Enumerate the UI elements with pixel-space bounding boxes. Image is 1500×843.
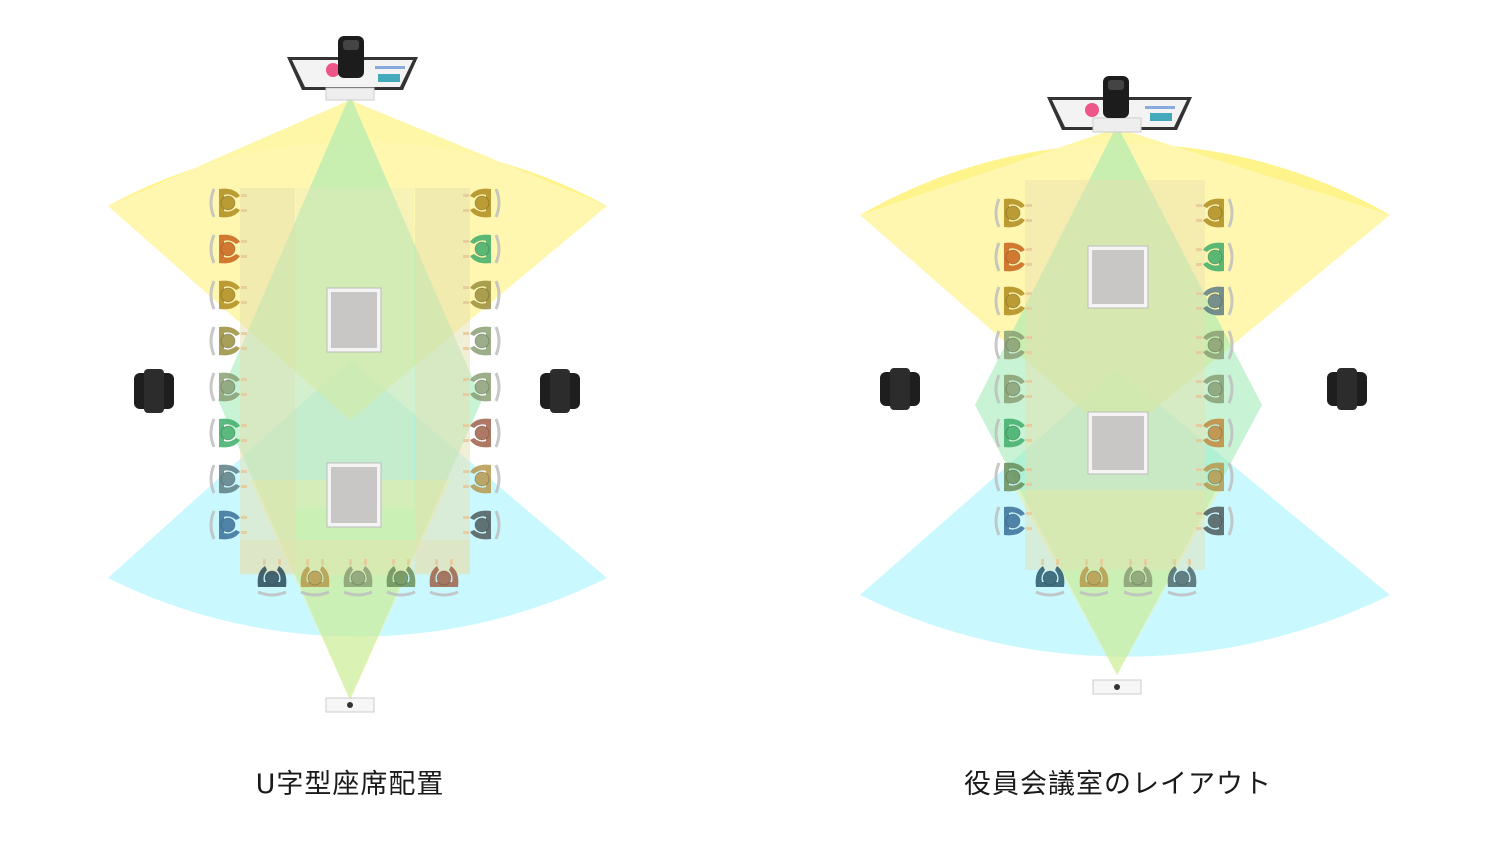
person-seat-icon xyxy=(463,188,501,218)
layout-caption-board-room: 役員会議室のレイアウト xyxy=(964,769,1272,800)
side-camera-icon xyxy=(880,368,920,410)
ceiling-microphone-icon xyxy=(1087,411,1149,475)
ceiling-microphone-icon xyxy=(326,287,382,353)
person-seat-icon xyxy=(343,559,373,597)
person-seat-icon xyxy=(1167,559,1197,597)
person-seat-icon xyxy=(209,234,247,264)
person-seat-icon xyxy=(209,464,247,494)
tracking-camera-icon xyxy=(325,697,375,713)
person-seat-icon xyxy=(994,506,1032,536)
person-seat-icon xyxy=(463,280,501,310)
person-seat-icon xyxy=(1079,559,1109,597)
person-seat-icon xyxy=(463,418,501,448)
ptz-camera-icon xyxy=(1103,76,1129,118)
side-camera-icon xyxy=(1327,368,1367,410)
board-table xyxy=(1025,180,1205,570)
layout-caption-u-shape: U字型座席配置 xyxy=(255,769,445,800)
person-seat-icon xyxy=(994,198,1032,228)
person-seat-icon xyxy=(209,418,247,448)
person-seat-icon xyxy=(463,510,501,540)
display-monitor-icon xyxy=(287,57,418,101)
person-seat-icon xyxy=(300,559,330,597)
u-shape-layout xyxy=(108,36,607,713)
table-right xyxy=(415,188,470,573)
person-seat-icon xyxy=(386,559,416,597)
ceiling-microphone-icon xyxy=(326,462,382,528)
person-seat-icon xyxy=(463,234,501,264)
person-seat-icon xyxy=(257,559,287,597)
person-seat-icon xyxy=(994,418,1032,448)
ptz-camera-icon xyxy=(338,36,364,78)
person-seat-icon xyxy=(994,330,1032,360)
green-coverage-beam xyxy=(975,125,1262,675)
person-seat-icon xyxy=(463,372,501,402)
tracking-camera-icon xyxy=(1092,679,1142,695)
person-seat-icon xyxy=(994,286,1032,316)
person-seat-icon xyxy=(209,372,247,402)
side-camera-icon xyxy=(134,369,174,413)
person-seat-icon xyxy=(209,326,247,356)
yellow-lower-beam xyxy=(250,480,450,700)
ceiling-microphone-icon xyxy=(1087,245,1149,309)
person-seat-icon xyxy=(994,374,1032,404)
board-room-layout xyxy=(860,76,1390,695)
person-seat-icon xyxy=(1035,559,1065,597)
table-left xyxy=(240,188,295,573)
person-seat-icon xyxy=(1196,242,1234,272)
person-seat-icon xyxy=(209,510,247,540)
person-seat-icon xyxy=(1196,462,1234,492)
person-seat-icon xyxy=(429,559,459,597)
side-camera-icon xyxy=(540,369,580,413)
yellow-lower-beam xyxy=(1015,490,1220,675)
person-seat-icon xyxy=(1196,506,1234,536)
person-seat-icon xyxy=(1196,374,1234,404)
person-seat-icon xyxy=(994,242,1032,272)
person-seat-icon xyxy=(463,464,501,494)
person-seat-icon xyxy=(463,326,501,356)
person-seat-icon xyxy=(209,188,247,218)
person-seat-icon xyxy=(1123,559,1153,597)
person-seat-icon xyxy=(994,462,1032,492)
person-seat-icon xyxy=(1196,418,1234,448)
person-seat-icon xyxy=(1196,286,1234,316)
person-seat-icon xyxy=(209,280,247,310)
person-seat-icon xyxy=(1196,198,1234,228)
person-seat-icon xyxy=(1196,330,1234,360)
